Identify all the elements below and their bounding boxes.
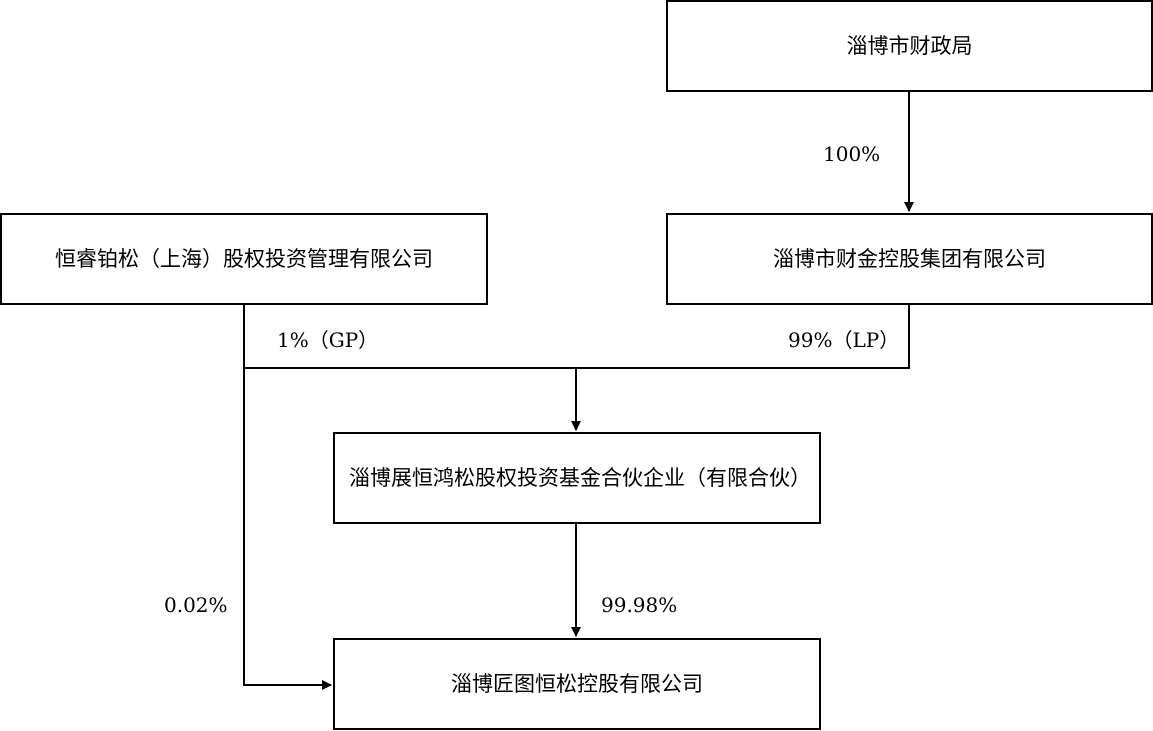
entity-finance-bureau-label: 淄博市财政局 [846, 34, 973, 58]
entity-finance-bureau: 淄博市财政局 [666, 0, 1153, 92]
entity-finance-group: 淄博市财金控股集团有限公司 [666, 213, 1153, 305]
entity-fund: 淄博展恒鸿松股权投资基金合伙企业（有限合伙） [333, 432, 821, 524]
entity-target: 淄博匠图恒松控股有限公司 [333, 638, 821, 730]
stake-bureau-to-group: 100% [823, 142, 881, 166]
entity-finance-group-label: 淄博市财金控股集团有限公司 [773, 247, 1046, 271]
entity-fund-label: 淄博展恒鸿松股权投资基金合伙企业（有限合伙） [349, 466, 811, 490]
entity-target-label: 淄博匠图恒松控股有限公司 [451, 672, 703, 696]
entity-hengrui-label: 恒睿铂松（上海）股权投资管理有限公司 [55, 247, 433, 271]
stake-fund-to-target: 99.98% [601, 593, 678, 617]
stake-hengrui-to-fund: 1%（GP） [277, 328, 379, 352]
entity-hengrui: 恒睿铂松（上海）股权投资管理有限公司 [0, 213, 488, 305]
stake-hengrui-to-target: 0.02% [164, 593, 228, 617]
stake-group-to-fund: 99%（LP） [788, 328, 900, 352]
